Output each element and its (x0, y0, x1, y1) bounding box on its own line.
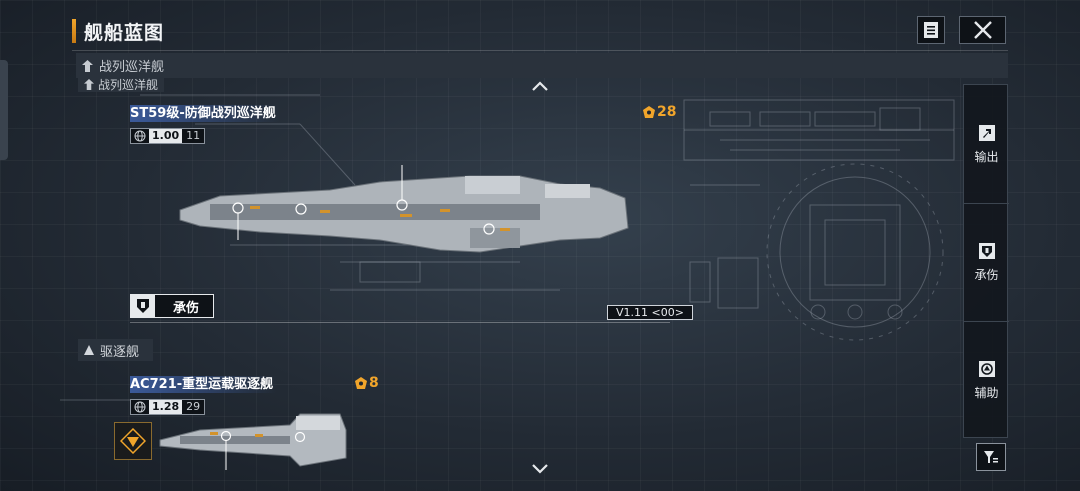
header: 舰船蓝图 (72, 16, 164, 46)
cost-value: 8 (369, 375, 379, 391)
document-icon (924, 22, 938, 38)
blueprint-version: V1.11 <00> (607, 305, 693, 320)
left-edge-handle[interactable] (0, 60, 8, 160)
globe-icon (133, 129, 147, 143)
title-accent-bar (72, 19, 76, 43)
rating-main-value: 1.00 (149, 129, 183, 143)
section-header-battlecruiser: 战列巡洋舰 (78, 76, 165, 92)
cost-value: 28 (657, 104, 677, 120)
role-label: 承伤 (173, 300, 200, 316)
rating-sub-value: 11 (186, 129, 201, 142)
role-filter-panel: 输出 承伤 辅助 (963, 84, 1009, 439)
faction-emblem[interactable] (114, 422, 152, 460)
header-divider (72, 50, 1008, 51)
scroll-down-chevron-icon[interactable] (531, 462, 549, 474)
command-cost-icon (355, 377, 367, 389)
tab-support[interactable]: 辅助 (964, 321, 1009, 439)
battlecruiser-class-icon (82, 59, 93, 72)
tab-label: 输出 (974, 149, 999, 164)
section-label: 驱逐舰 (100, 344, 140, 360)
category-label: 战列巡洋舰 (99, 60, 165, 75)
scroll-up-chevron-icon[interactable] (531, 80, 549, 92)
rating-main-value: 1.28 (149, 400, 183, 414)
ship-command-cost: 8 (355, 375, 379, 391)
shield-icon (131, 295, 155, 317)
battlecruiser-class-icon (84, 78, 94, 90)
tab-output[interactable]: 输出 (964, 85, 1009, 203)
close-button[interactable] (959, 16, 1006, 44)
scale-line (130, 322, 670, 323)
tab-label: 辅助 (974, 386, 999, 400)
shield-icon (978, 243, 995, 259)
filter-icon (984, 451, 998, 463)
ship-name[interactable]: ST59级-防御战列巡洋舰 (130, 105, 280, 122)
filter-button[interactable] (976, 443, 1006, 471)
ship-name[interactable]: AC721-重型运载驱逐舰 (130, 376, 278, 393)
tab-tank[interactable]: 承伤 (964, 203, 1009, 321)
faction-emblem-icon (120, 428, 146, 454)
arrow-up-right-icon (978, 124, 995, 141)
document-button[interactable] (917, 16, 945, 44)
globe-icon (133, 400, 147, 414)
role-badge-tank[interactable]: 承伤 (130, 294, 215, 318)
ship-rating: 1.28 29 (130, 399, 206, 415)
page-title: 舰船蓝图 (84, 21, 165, 44)
section-label: 战列巡洋舰 (98, 77, 159, 92)
command-cost-icon (643, 106, 655, 118)
support-icon (978, 361, 995, 377)
close-icon (973, 21, 992, 39)
category-bar-battlecruiser[interactable]: 战列巡洋舰 (76, 53, 1008, 78)
destroyer-class-icon (84, 345, 94, 355)
section-header-destroyer[interactable]: 驱逐舰 (78, 339, 154, 361)
tab-label: 承伤 (974, 268, 999, 282)
ship-rating: 1.00 11 (130, 128, 206, 144)
ship-command-cost: 28 (643, 104, 676, 120)
rating-sub-value: 29 (186, 400, 201, 413)
